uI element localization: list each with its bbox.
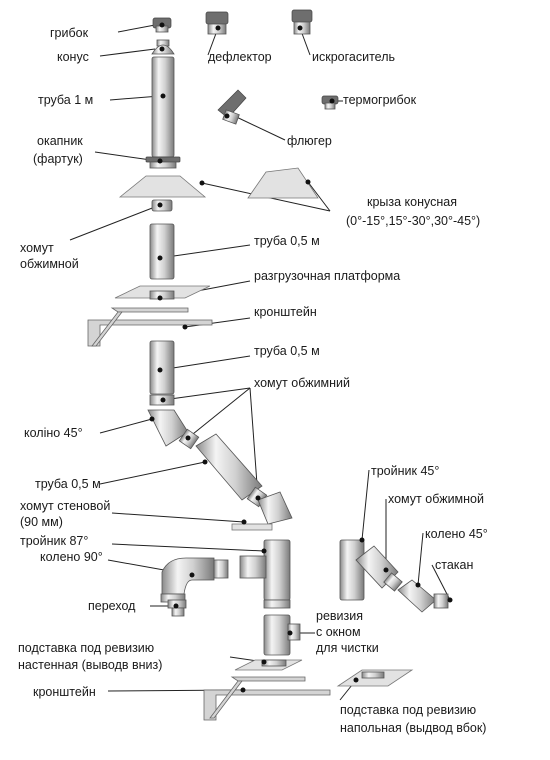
label-podstavka-nast-vyvod: настенная (выводв вниз)	[18, 658, 162, 672]
label-deflektor: дефлектор	[208, 50, 272, 64]
label-podstavka-nap: подставка под ревизию	[340, 703, 476, 717]
tee-87-part	[263, 539, 291, 601]
roof-cone-right	[247, 167, 319, 199]
label-koleno-90: колено 90°	[40, 550, 103, 564]
label-koleno-45: коліно 45°	[24, 426, 83, 440]
label-kryza: крыза конусная	[367, 195, 457, 209]
label-troynik-45: тройник 45°	[371, 464, 439, 478]
label-truba-05-3: труба 0,5 м	[35, 477, 101, 491]
label-koleno-45-2: колено 45°	[425, 527, 488, 541]
label-kryza-angles: (0°-15°,15°-30°,30°-45°)	[346, 214, 480, 228]
label-homut-obzhimnoy-2: хомут обжимной	[388, 492, 484, 506]
label-iskrogasitel: искрогаситель	[312, 50, 395, 64]
label-konus: конус	[57, 50, 89, 64]
pipe-1m-part	[151, 56, 175, 158]
label-platforma: разгрузочная платформа	[254, 269, 400, 283]
label-kronshtein-2: кронштейн	[33, 685, 96, 699]
label-homut-stenovoy-90: (90 мм)	[20, 515, 63, 529]
labels: грибок конус труба 1 м окапник (фартук) …	[18, 26, 488, 735]
label-troynik-87: тройник 87°	[20, 534, 88, 548]
wall-bracket-1	[87, 307, 213, 347]
label-truba-05-1: труба 0,5 м	[254, 234, 320, 248]
main-chimney-column	[87, 17, 331, 721]
label-kronshtein-1: кронштейн	[254, 305, 317, 319]
label-podstavka-nast: подставка под ревизию	[18, 641, 154, 655]
label-homut-obzhimnoy-1: обжимной	[20, 257, 79, 271]
label-homut-1: хомут	[20, 241, 54, 255]
label-okapnik: окапник	[37, 134, 83, 148]
floor-support-part	[336, 669, 414, 687]
wall-bracket-2	[203, 676, 331, 721]
spark-arrestor-part	[291, 9, 313, 35]
label-reviziya-okno: с окном	[316, 625, 361, 639]
label-perehod: переход	[88, 599, 136, 613]
elbow-90-part	[160, 557, 229, 603]
label-homut-stenovoy: хомут стеновой	[20, 499, 110, 513]
deflector-part	[205, 11, 229, 35]
pointer-dots	[149, 22, 453, 693]
roof-cone-left	[118, 175, 207, 198]
label-okapnik-fartuk: (фартук)	[33, 152, 83, 166]
label-podstavka-nap-vyvod: напольная (выдвод вбок)	[340, 721, 486, 735]
pipe-05m-part-3	[195, 433, 263, 501]
label-stakan: стакан	[435, 558, 473, 572]
pipe-05m-part-1	[149, 223, 175, 280]
wall-clamp	[231, 523, 273, 531]
label-homut-obzhimniy: хомут обжимний	[254, 376, 350, 390]
revision-part	[263, 614, 301, 656]
pipe-05m-part-2	[149, 340, 175, 395]
label-reviziya: ревизия	[316, 609, 363, 623]
tee-45-assembly	[339, 539, 449, 613]
label-truba-1m: труба 1 м	[38, 93, 93, 107]
label-gribok: грибок	[50, 26, 89, 40]
weather-vane-part	[217, 89, 247, 125]
side-parts	[205, 9, 449, 687]
label-fluger: флюгер	[287, 134, 332, 148]
drip-apron-part	[145, 156, 181, 169]
label-termogribok: термогрибок	[343, 93, 417, 107]
label-reviziya-chistka: для чистки	[316, 641, 379, 655]
label-truba-05-2: труба 0,5 м	[254, 344, 320, 358]
